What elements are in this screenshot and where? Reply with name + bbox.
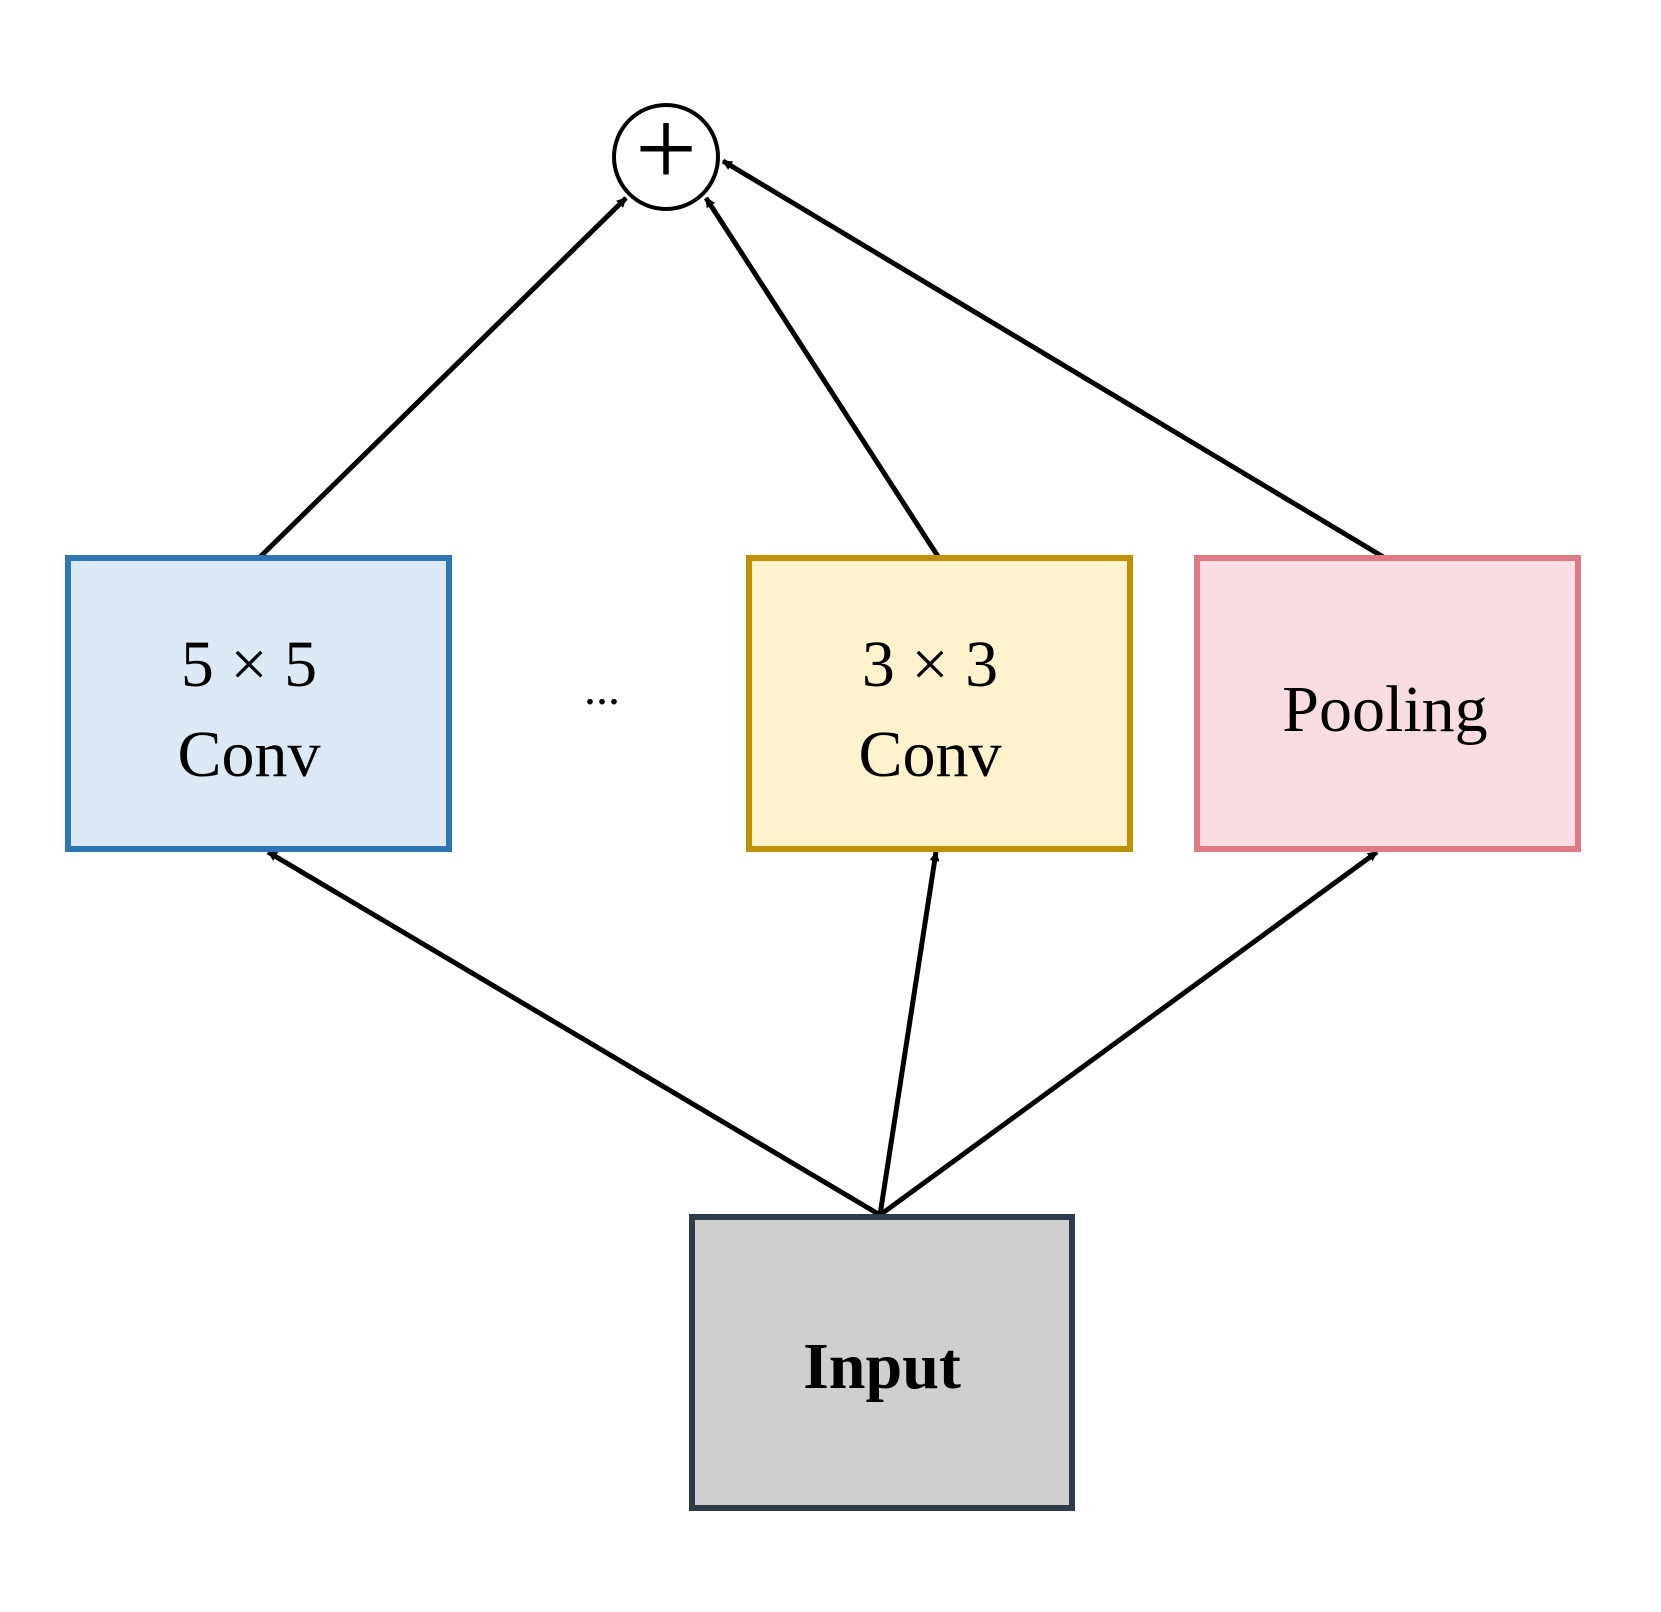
edge-input-to-conv5 [266,849,882,1218]
pooling-label: Pooling [1282,673,1487,746]
edge-input-to-conv3 [877,851,940,1216]
conv5x5-label-line1: 5 × 5 [181,628,317,701]
edge-pooling-to-sum [721,158,1387,561]
edge-conv3-to-sum [703,196,942,560]
input-node: Input [689,1214,1075,1511]
conv3x3-label-line1: 3 × 3 [862,628,998,701]
sum-node: + [612,87,720,211]
edge-input-to-pooling [878,849,1379,1218]
conv5x5-label-line2: Conv [177,718,320,791]
conv3x3-node: 3 × 3 Conv [746,555,1133,852]
pooling-node: Pooling [1194,555,1581,852]
input-box [689,1214,1075,1511]
conv3x3-box [746,555,1133,852]
input-label: Input [803,1330,961,1403]
conv5x5-box [65,555,452,852]
edge-conv5-to-sum [257,196,628,560]
conv3x3-label-line2: Conv [858,718,1001,791]
sum-symbol: + [635,87,697,209]
sum-circle [612,103,720,211]
ellipsis: ... [584,662,620,715]
edges [257,158,1387,1218]
pooling-box [1194,555,1581,852]
conv5x5-node: 5 × 5 Conv [65,555,452,852]
